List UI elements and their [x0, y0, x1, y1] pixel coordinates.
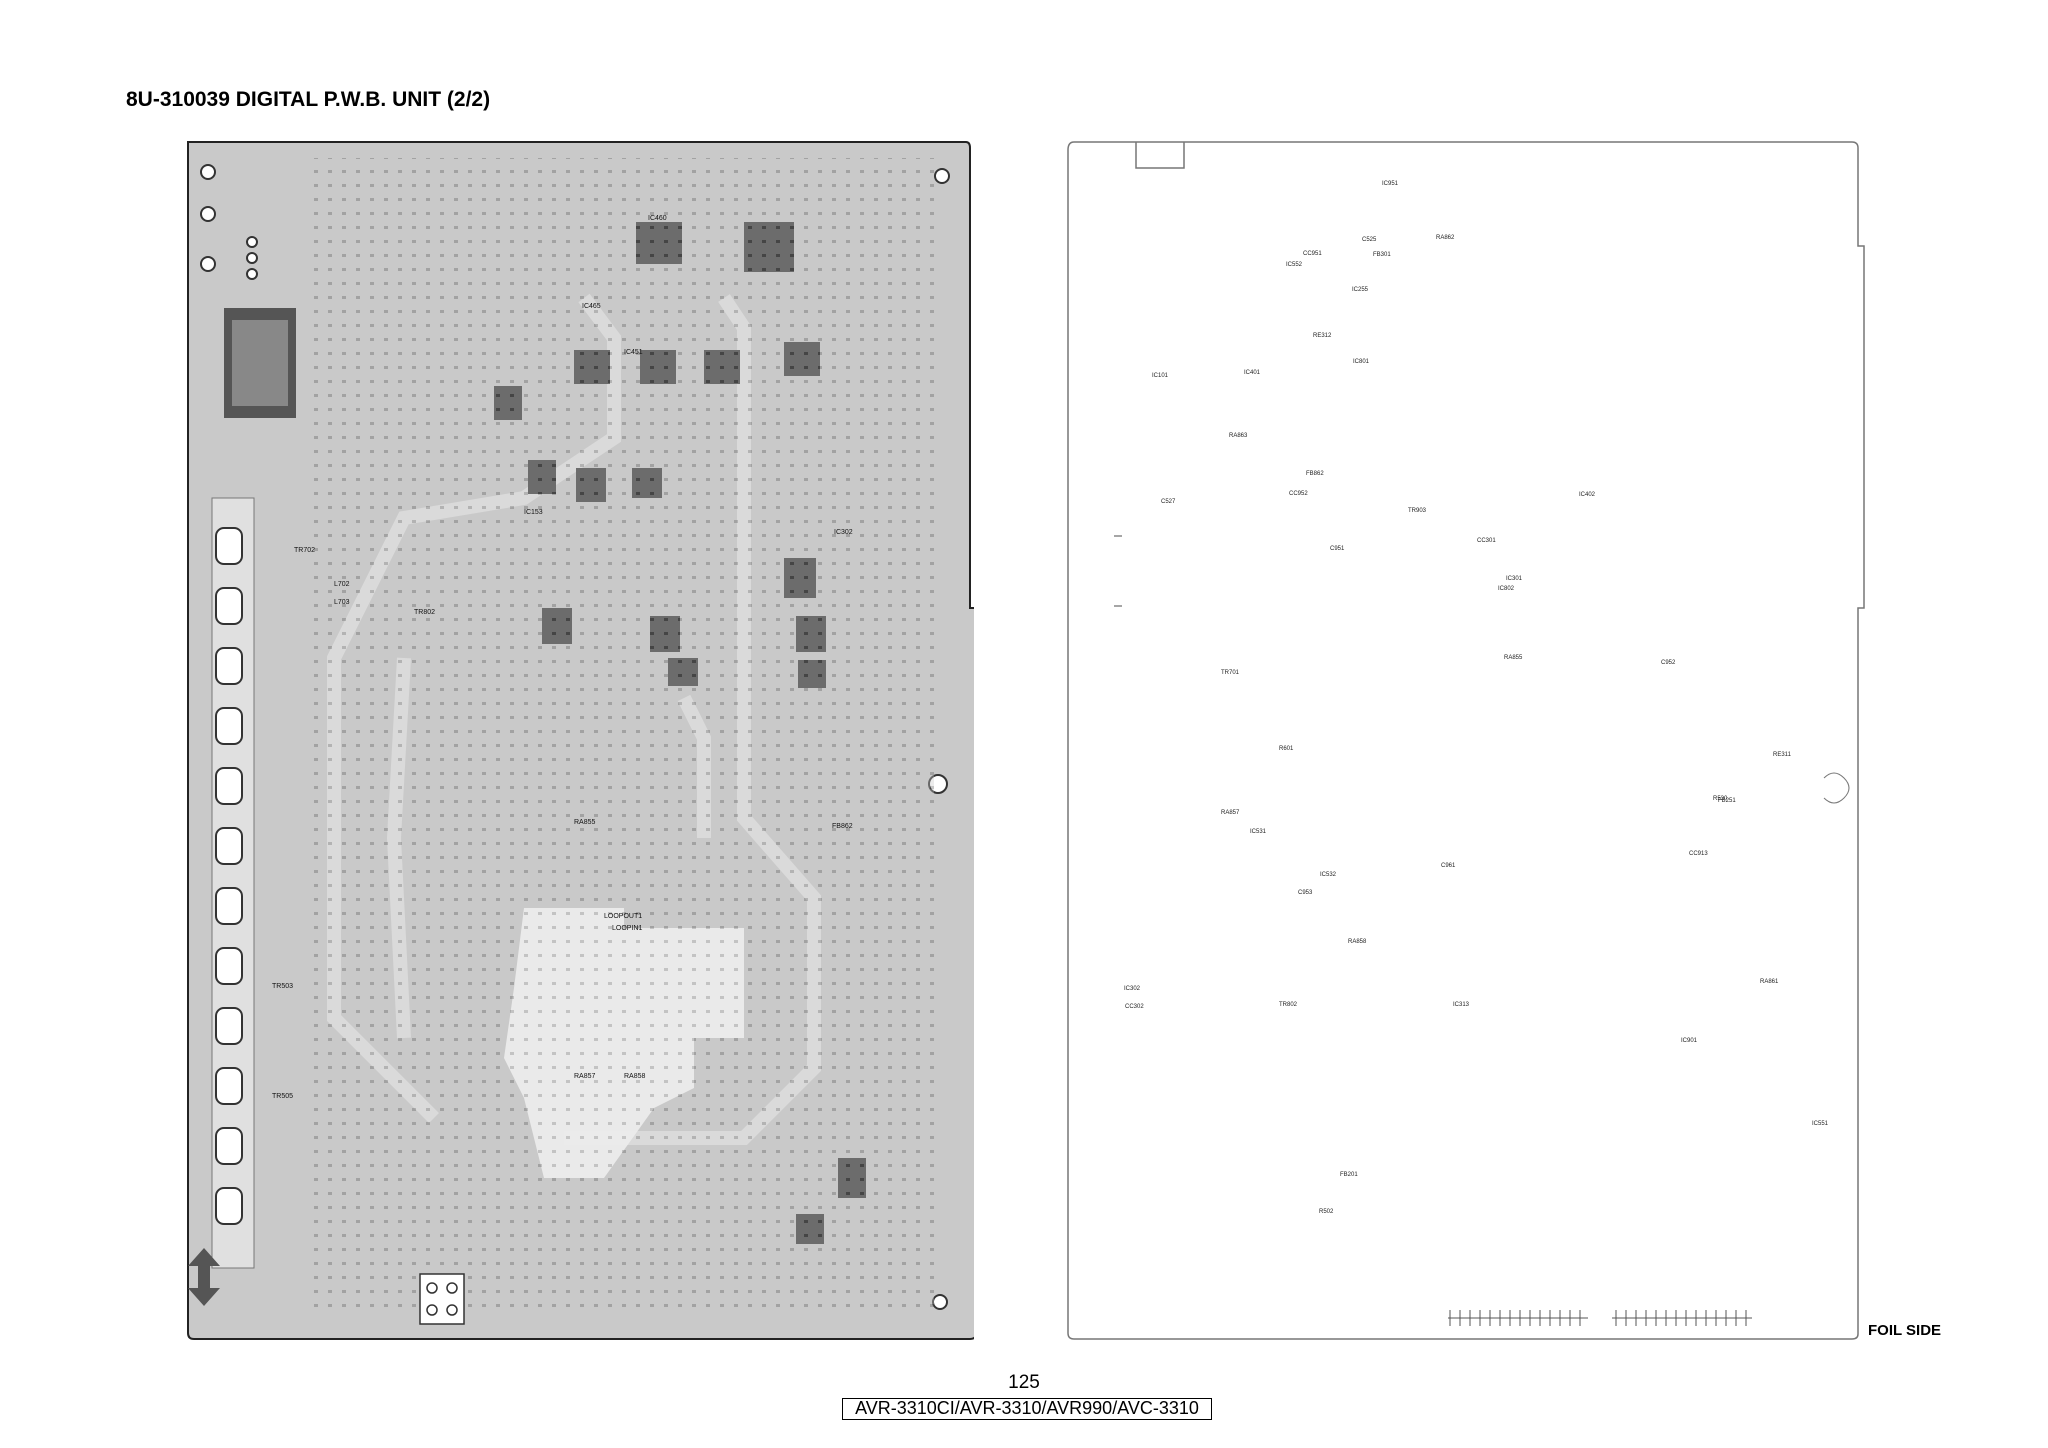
- foil-ref-label: C961: [1441, 863, 1456, 869]
- label-tr702: TR702: [294, 547, 315, 554]
- label-ic460: IC460: [648, 215, 667, 222]
- foil-ref-label: FB201: [1340, 1172, 1358, 1178]
- foil-ref-label: CC302: [1125, 1004, 1144, 1010]
- foil-ref-label: FB862: [1306, 471, 1324, 477]
- foil-side-label: FOIL SIDE: [1868, 1322, 1942, 1339]
- foil-ref-label: IC901: [1681, 1038, 1698, 1044]
- label-ra858: RA858: [624, 1073, 646, 1080]
- foil-ref-label: IC301: [1506, 576, 1523, 582]
- foil-ref-label: CC951: [1303, 251, 1322, 257]
- foil-ref-label: IC801: [1353, 359, 1370, 365]
- foil-ref-label: IC402: [1579, 492, 1596, 498]
- foil-ref-label: TR802: [1279, 1002, 1298, 1008]
- label-ra857: RA857: [574, 1073, 596, 1080]
- foil-ref-label: IC802: [1498, 586, 1515, 592]
- foil-ref-label: IC552: [1286, 262, 1303, 268]
- foil-ref-label: CC952: [1289, 491, 1308, 497]
- model-list: AVR-3310CI/AVR-3310/AVR990/AVC-3310: [842, 1398, 1212, 1420]
- label-l703: L703: [334, 599, 350, 606]
- foil-ref-label: RA863: [1229, 433, 1248, 439]
- label-fb862: FB862: [832, 823, 853, 830]
- foil-ref-label: IC302: [1124, 986, 1141, 992]
- foil-ref-label: IC551: [1812, 1121, 1829, 1127]
- foil-ref-label: C953: [1298, 890, 1313, 896]
- bottom-connector: [419, 1273, 465, 1325]
- foil-ref-label: R502: [1319, 1209, 1334, 1215]
- foil-ref-label: RA861: [1760, 979, 1779, 985]
- foil-ref-label: IC101: [1152, 373, 1169, 379]
- foil-ref-label: RA857: [1221, 810, 1240, 816]
- foil-ref-label: IC255: [1352, 287, 1369, 293]
- label-l702: L702: [334, 581, 350, 588]
- foil-ref-label: FB251: [1718, 798, 1736, 804]
- foil-ref-label: RA862: [1436, 235, 1455, 241]
- foil-ref-label: C952: [1661, 660, 1676, 666]
- foil-ref-label: IC401: [1244, 370, 1261, 376]
- label-loopin1: LOOPIN1: [612, 925, 642, 932]
- foil-ref-label: IC313: [1453, 1002, 1470, 1008]
- foil-ref-label: RA858: [1348, 939, 1367, 945]
- label-tr505: TR505: [272, 1093, 293, 1100]
- label-tr802: TR802: [414, 609, 435, 616]
- foil-ref-label: C527: [1161, 499, 1176, 505]
- double-arrow-icon: [188, 1248, 220, 1306]
- foil-outline: [1067, 141, 1865, 1340]
- foil-ref-label: R601: [1279, 746, 1294, 752]
- page-number: 125: [1008, 1372, 1040, 1393]
- foil-ref-label: IC532: [1320, 872, 1337, 878]
- label-ic465: IC465: [582, 303, 601, 310]
- foil-pad-rows: [1448, 1310, 1752, 1326]
- foil-ref-label: RE312: [1313, 333, 1332, 339]
- foil-ref-label: IC531: [1250, 829, 1267, 835]
- foil-ref-label: RA855: [1504, 655, 1523, 661]
- foil-ref-label: TR701: [1221, 670, 1240, 676]
- left-connector-strip: [211, 497, 255, 1269]
- foil-ref-label: TR903: [1408, 508, 1427, 514]
- foil-ref-label: C525: [1362, 237, 1377, 243]
- foil-ref-label: RE311: [1773, 752, 1792, 758]
- foil-ref-label: IC951: [1382, 181, 1399, 187]
- foil-ref-label: FB301: [1373, 252, 1391, 258]
- label-ic451: IC451: [624, 349, 643, 356]
- pcb-component-view: IC460 IC465 IC451 IC153 IC302 TR702 L702…: [184, 138, 974, 1343]
- label-ra855: RA855: [574, 819, 596, 826]
- foil-ref-label: CC301: [1477, 538, 1496, 544]
- foil-ref-label: CC913: [1689, 851, 1708, 857]
- page-title: 8U-310039 DIGITAL P.W.B. UNIT (2/2): [126, 88, 491, 111]
- foil-ref-label: R530: [1713, 796, 1728, 802]
- label-ic153: IC153: [524, 509, 543, 516]
- label-tr503: TR503: [272, 983, 293, 990]
- label-loopout1: LOOPOUT1: [604, 913, 642, 920]
- foil-ref-label: C951: [1330, 546, 1345, 552]
- label-ic302: IC302: [834, 529, 853, 536]
